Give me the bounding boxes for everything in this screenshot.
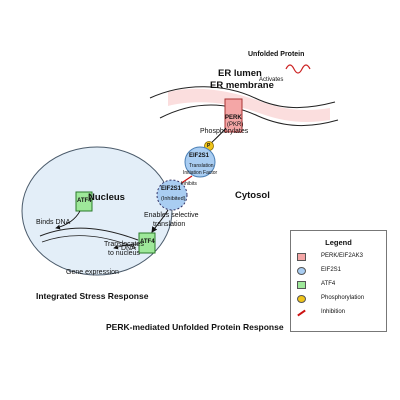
translocates2-label: to nucleus	[108, 250, 140, 257]
atf4-nucleus-box[interactable]	[75, 191, 93, 212]
legend-item: Phosphorylation	[291, 293, 388, 307]
legend-item: ATF4	[291, 279, 388, 293]
nucleus-ellipse	[21, 146, 173, 276]
activates-label: Activates	[259, 77, 284, 83]
eif2s1-inhibited-circle[interactable]	[156, 179, 188, 211]
inhibits-label: Inhibits	[181, 181, 197, 187]
enables2-label: translation	[153, 221, 186, 228]
legend-item-label: Inhibition	[321, 309, 346, 315]
legend-swatch-circle	[297, 267, 306, 275]
atf4-cytosol-box[interactable]	[138, 232, 156, 254]
legend-item: Inhibition	[291, 307, 388, 321]
unfolded-protein-label: Unfolded Protein	[248, 51, 305, 58]
binds-dna-arrow	[55, 210, 81, 230]
legend-item-label: EIF2S1	[321, 267, 342, 273]
er-lumen-label: ER lumen	[218, 68, 262, 79]
dna-label: DNA	[121, 245, 136, 252]
binds-dna-label: Binds DNA	[36, 219, 71, 226]
atf4-cytosol-label: ATF4	[140, 239, 155, 245]
unfolded-protein-icon	[285, 64, 311, 74]
legend-item-label: PERK/EIF2AK3	[321, 253, 364, 259]
er-membrane-band	[168, 88, 330, 122]
nucleus-label: Nucleus	[88, 192, 125, 203]
legend-item: EIF2S1	[291, 265, 388, 279]
legend-title: Legend	[325, 238, 352, 247]
legend-swatch-circle	[297, 295, 306, 303]
legend-item-label: ATF4	[321, 281, 336, 287]
eif2s1-sub-label: Translation	[189, 163, 214, 169]
legend-item: PERK/EIF2AK3	[291, 251, 388, 265]
translocates-arrow	[113, 243, 140, 250]
eif2s1-name-label: EIF2S1	[189, 153, 210, 159]
legend-swatch-line	[297, 309, 306, 317]
er-membrane-line-bottom	[159, 104, 339, 127]
eif2s1-inhibited-name-label: EIF2S1	[161, 186, 182, 192]
dna-curve	[39, 227, 139, 241]
enables-label: Enables selective	[144, 212, 199, 219]
eif2s1-sub2-label: Initiation Factor	[183, 170, 218, 176]
translocates-label: Translocates	[104, 241, 144, 248]
perk-sub-label: (PKR)	[227, 122, 244, 128]
atf4-nucleus-label: ATF4	[77, 198, 92, 204]
phosphorylates-label: Phosphorylates	[200, 128, 249, 135]
legend-item-label: Phosphorylation	[321, 295, 365, 301]
er-membrane-line-top	[149, 86, 336, 109]
cytosol-label: Cytosol	[235, 190, 270, 201]
legend-swatch-rect	[297, 253, 306, 261]
dna-curve-2	[41, 235, 137, 249]
perk-box[interactable]	[224, 98, 243, 133]
legend-swatch-rect	[297, 281, 306, 289]
er-membrane-label: ER membrane	[210, 80, 274, 91]
perk-name-label: PERK	[225, 115, 242, 121]
phosphorylation-badge-label: P	[207, 143, 211, 149]
isr-label: Integrated Stress Response	[36, 291, 149, 301]
enables-translation-arrow	[151, 209, 169, 233]
eif2s1-inhibited-sub-label: (Inhibited)	[161, 196, 186, 202]
eif2s1-circle[interactable]	[184, 146, 216, 178]
bottom-title: PERK-mediated Unfolded Protein Response	[106, 322, 284, 332]
gene-expression-label: Gene expression	[66, 269, 119, 276]
